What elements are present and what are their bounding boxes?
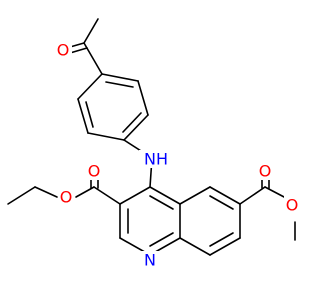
bond-layer (7, 18, 296, 256)
methyl-ester-oxygen: O (284, 196, 300, 215)
bond-c3-ester-c (93, 186, 121, 205)
bond-c6-ester-c (239, 186, 266, 205)
ethyl-ester-oxygen: O (58, 188, 75, 207)
bond-c4a-c5 (179, 186, 211, 205)
methyl-carbonyl-oxygen: O (257, 162, 274, 181)
atom-label: O (259, 162, 272, 181)
ethyl-carbonyl-oxygen: O (86, 162, 103, 181)
bond-c5-c6-inner (209, 195, 234, 210)
bond-acetyl-methyl (83, 18, 99, 44)
atom-layer: O NH O O O O N (55, 41, 300, 270)
bond-phenyl-5 (77, 98, 89, 134)
bond-c4a-c4-inner (149, 195, 174, 210)
quinoline-nitrogen: N (141, 251, 159, 270)
bond-phenyl-3 (123, 114, 149, 141)
bond-c8-c8a (179, 237, 211, 256)
bond-methyl-ester-o (264, 186, 287, 199)
bond-acetyl-co-1 (69, 42, 85, 48)
bond-n1-c8a-inner (149, 232, 174, 247)
acetyl-oxygen: O (55, 41, 72, 60)
atom-label: N (144, 251, 156, 270)
bond-c7-c8 (209, 237, 241, 256)
amine-nh: NH (139, 150, 172, 169)
bond-phenyl-inner-1 (105, 81, 134, 88)
bond-acetyl-ring (83, 42, 103, 75)
bond-phenyl-2 (137, 80, 149, 116)
atom-label: O (57, 41, 70, 60)
bond-ethyl-ch3 (7, 186, 36, 205)
bond-c4-c3 (119, 186, 151, 205)
atom-label: O (286, 196, 299, 215)
bond-c7-c8-inner (209, 232, 234, 247)
bond-ethyl-ester-o (75, 186, 95, 198)
bond-c4a-c4 (149, 186, 181, 205)
bond-ethyl-och2 (34, 186, 58, 198)
bond-acetyl-co-2 (69, 47, 88, 54)
bond-phenyl-6 (77, 73, 103, 100)
atom-label: NH (144, 150, 168, 169)
atom-label: O (60, 188, 73, 207)
bond-phenyl-inner-3 (85, 101, 94, 128)
bond-phenyl-1 (101, 73, 139, 82)
molecule-structure: O NH O O O O N (7, 18, 300, 270)
bond-c5-c6 (209, 186, 241, 205)
atom-label: O (88, 162, 101, 181)
bond-phenyl-inner-2 (122, 112, 142, 133)
bond-phenyl-4 (87, 132, 125, 141)
